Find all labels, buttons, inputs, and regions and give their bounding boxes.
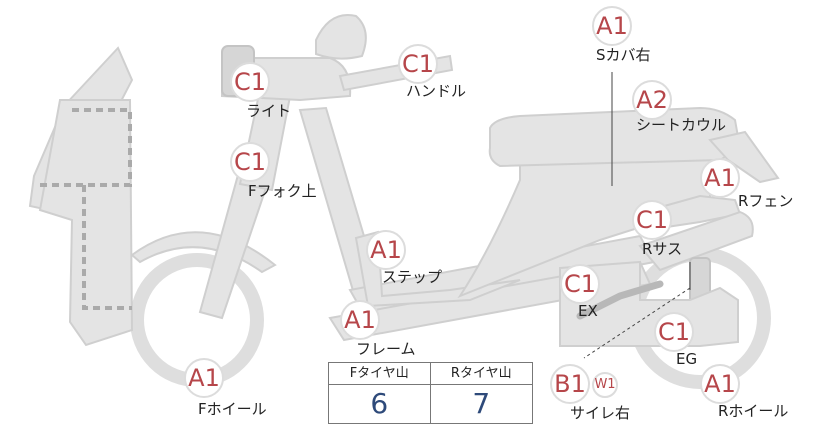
front-tread-value: 6 (329, 385, 431, 423)
label-seat-cowl: シートカウル (636, 116, 727, 134)
label-front-fork-upper: Fフォク上 (248, 182, 317, 200)
sub-grade-badge-muffler-right: W1 (592, 372, 618, 398)
side-cover-shape (457, 159, 711, 299)
label-handle: ハンドル (406, 82, 467, 100)
front-tread-header: Fタイヤ山 (329, 363, 431, 385)
grade-badge-muffler-right: B1 (550, 364, 590, 404)
tire-tread-table: Fタイヤ山 Rタイヤ山 6 7 (328, 362, 533, 424)
grade-badge-rear-wheel: A1 (700, 364, 740, 404)
grade-badge-handle: C1 (398, 44, 438, 84)
grade-badge-light: C1 (230, 62, 270, 102)
engine-shape (559, 260, 739, 347)
body-seam-1 (40, 108, 132, 187)
label-s-cover-right: Sカバ右 (596, 46, 651, 64)
rear-cowl-shape (708, 130, 780, 184)
label-rear-suspension: Rサス (642, 240, 683, 258)
exhaust-pipe-shape (576, 280, 664, 320)
label-rear-fender: Rフェン (738, 192, 794, 210)
grade-badge-exhaust: C1 (560, 264, 600, 304)
label-muffler-right: サイレ右 (570, 404, 631, 422)
label-engine: EG (676, 350, 698, 368)
grade-badge-step: A1 (366, 230, 406, 270)
grade-badge-engine: C1 (654, 312, 694, 352)
rear-suspension-shape (638, 210, 754, 272)
grade-badge-seat-cowl: A2 (632, 80, 672, 120)
grade-badge-front-fork-upper: C1 (230, 142, 270, 182)
label-frame: フレーム (356, 340, 416, 358)
grade-badge-s-cover-right: A1 (592, 6, 632, 46)
seat-shape (488, 106, 742, 168)
label-front-wheel: Fホイール (198, 400, 267, 418)
grade-badge-rear-fender: A1 (700, 158, 740, 198)
mirror-shape (315, 14, 367, 60)
label-light: ライト (246, 102, 292, 120)
rear-tread-value: 7 (472, 387, 491, 420)
label-exhaust: EX (578, 302, 598, 320)
body-seam-2 (82, 185, 132, 310)
grade-badge-front-wheel: A1 (184, 358, 224, 398)
grade-badge-rear-suspension: C1 (632, 200, 672, 240)
rear-tread-header: Rタイヤ山 (430, 363, 532, 385)
front-fender-shape (130, 231, 277, 274)
label-step: ステップ (382, 268, 443, 286)
grade-badge-frame: A1 (340, 300, 380, 340)
label-rear-wheel: Rホイール (718, 402, 789, 420)
